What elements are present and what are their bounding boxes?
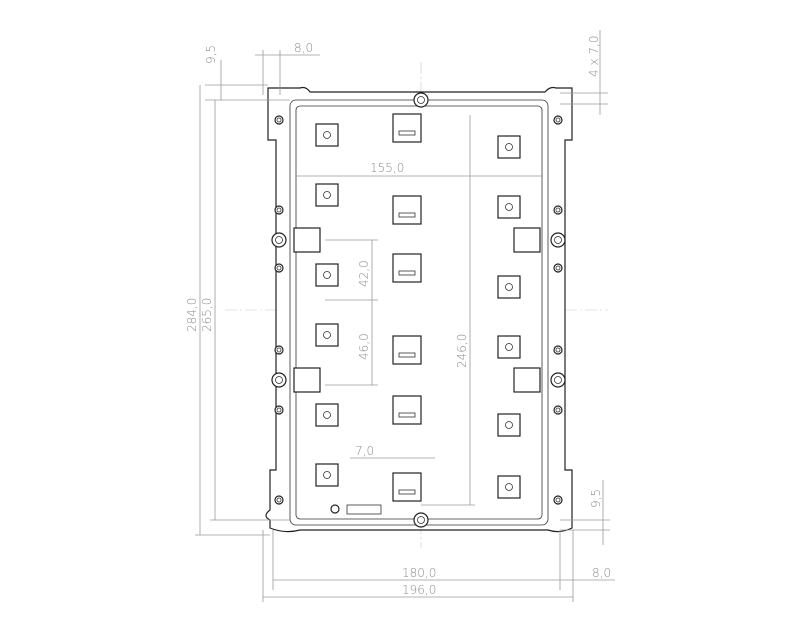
dim-inner-width: 180,0 <box>402 566 436 580</box>
connector-module <box>392 253 422 283</box>
mounting-hole <box>550 232 566 248</box>
mounting-hole-inner <box>275 376 283 384</box>
mounting-hole-inner <box>276 407 282 413</box>
mounting-hole <box>553 345 563 355</box>
mounting-hole <box>274 115 284 125</box>
dim-inner-height: 265,0 <box>200 298 214 332</box>
ground-symbol <box>330 504 340 514</box>
connector-module <box>392 395 422 425</box>
mounting-hole <box>274 263 284 273</box>
terminal-screw-icon <box>323 191 331 199</box>
mounting-hole-inner <box>555 347 561 353</box>
mounting-hole-inner <box>555 265 561 271</box>
terminal-module <box>497 335 521 359</box>
terminal-screw-icon <box>323 331 331 339</box>
terminal-screw-icon <box>505 143 513 151</box>
mounting-hole-inner <box>417 516 425 524</box>
connector-slot <box>398 352 416 358</box>
terminal-module <box>315 323 339 347</box>
mounting-hole-inner <box>417 96 425 104</box>
dim-bottom-right-vertical: 9,5 <box>589 489 603 508</box>
terminal-module <box>315 123 339 147</box>
mounting-hole <box>413 512 429 528</box>
terminal-module <box>497 475 521 499</box>
mounting-hole <box>553 115 563 125</box>
dim-slot-callout: 4 x 7,0 <box>587 36 601 77</box>
connector-slot <box>398 489 416 495</box>
mounting-hole <box>274 405 284 415</box>
terminal-module <box>315 263 339 287</box>
dim-pitch-b: 46,0 <box>357 333 371 360</box>
mounting-hole-inner <box>276 207 282 213</box>
mounting-hole-inner <box>555 117 561 123</box>
dimension-lines <box>195 30 615 602</box>
terminal-screw-icon <box>505 421 513 429</box>
mounting-hole <box>413 92 429 108</box>
mounting-hole-inner <box>555 497 561 503</box>
connector-module <box>392 335 422 365</box>
mounting-hole <box>553 405 563 415</box>
dim-top-left-horizontal: 8,0 <box>294 41 313 55</box>
mounting-hole-inner <box>554 376 562 384</box>
terminal-screw-icon <box>505 283 513 291</box>
terminal-module <box>315 463 339 487</box>
mounting-hole-inner <box>276 265 282 271</box>
mounting-hole <box>553 205 563 215</box>
connector-slot <box>398 130 416 136</box>
mounting-hole-inner <box>276 347 282 353</box>
terminal-screw-icon <box>323 411 331 419</box>
dim-slot-width: 7,0 <box>355 444 374 458</box>
dim-pitch-a: 42,0 <box>357 260 371 287</box>
mounting-hole <box>550 372 566 388</box>
dim-center-height: 246,0 <box>455 334 469 368</box>
connector-module <box>392 113 422 143</box>
terminal-module <box>315 403 339 427</box>
dim-inner-width-span: 155,0 <box>370 161 404 175</box>
connector-module <box>392 472 422 502</box>
connector-slot <box>398 212 416 218</box>
mounting-frame <box>265 86 573 533</box>
marking-label <box>346 504 382 515</box>
mounting-hole <box>274 205 284 215</box>
mounting-hole <box>271 232 287 248</box>
mounting-hole-inner <box>275 236 283 244</box>
mounting-hole-inner <box>555 207 561 213</box>
dim-overall-height: 284,0 <box>185 298 199 332</box>
mounting-hole-inner <box>276 497 282 503</box>
side-connector <box>293 227 321 253</box>
terminal-module <box>497 275 521 299</box>
terminal-screw-icon <box>323 131 331 139</box>
dim-top-left-vertical: 9,5 <box>204 45 218 64</box>
dim-overall-width: 196,0 <box>402 583 436 597</box>
terminal-module <box>497 135 521 159</box>
terminal-screw-icon <box>505 483 513 491</box>
terminal-module <box>497 413 521 437</box>
mounting-hole <box>553 495 563 505</box>
connector-module <box>392 195 422 225</box>
mounting-hole <box>553 263 563 273</box>
connector-slot <box>398 270 416 276</box>
connector-slot <box>398 412 416 418</box>
mounting-hole <box>274 345 284 355</box>
side-connector <box>513 367 541 393</box>
mounting-hole-inner <box>276 117 282 123</box>
side-connector <box>513 227 541 253</box>
mounting-hole-inner <box>554 236 562 244</box>
terminal-screw-icon <box>323 271 331 279</box>
terminal-module <box>315 183 339 207</box>
mounting-hole <box>274 495 284 505</box>
mounting-hole <box>271 372 287 388</box>
terminal-screw-icon <box>505 203 513 211</box>
terminal-module <box>497 195 521 219</box>
dim-right-offset: 8,0 <box>592 566 611 580</box>
mounting-hole-inner <box>555 407 561 413</box>
side-connector <box>293 367 321 393</box>
terminal-screw-icon <box>323 471 331 479</box>
terminal-screw-icon <box>505 343 513 351</box>
